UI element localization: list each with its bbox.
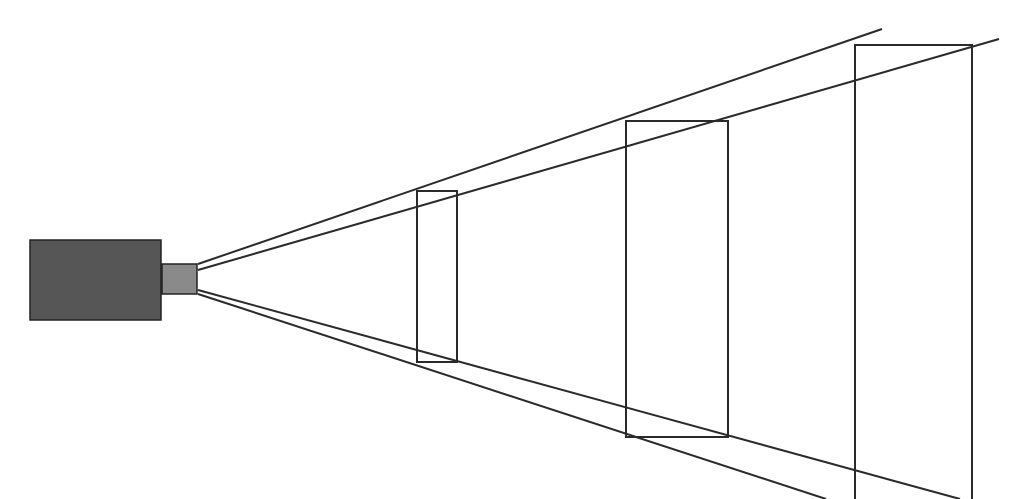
frame-near	[416, 190, 458, 363]
outer-ray-bottom	[197, 293, 827, 499]
camera-body	[29, 239, 162, 321]
inner-ray-bottom	[197, 289, 961, 499]
frame-far	[854, 44, 973, 499]
outer-ray-top	[197, 28, 883, 265]
camera-lens	[161, 263, 198, 295]
inner-ray-top	[197, 38, 1000, 271]
frame-middle	[625, 120, 729, 438]
